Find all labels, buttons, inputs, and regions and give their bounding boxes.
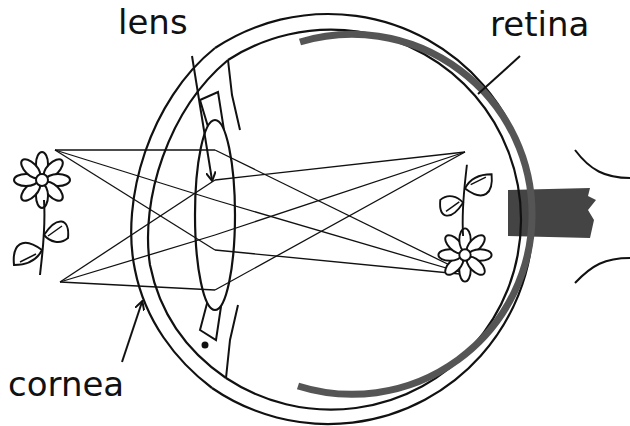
eyeball xyxy=(212,14,533,424)
leader-lines xyxy=(122,56,520,362)
light-rays xyxy=(55,150,470,290)
retinal-image xyxy=(438,165,491,282)
lens-shape xyxy=(195,120,235,310)
retina-layer xyxy=(298,34,532,394)
object-flower xyxy=(14,152,70,275)
part-label: retina xyxy=(490,6,589,43)
part-label: cornea xyxy=(8,366,124,403)
part-label: lens xyxy=(118,4,188,41)
